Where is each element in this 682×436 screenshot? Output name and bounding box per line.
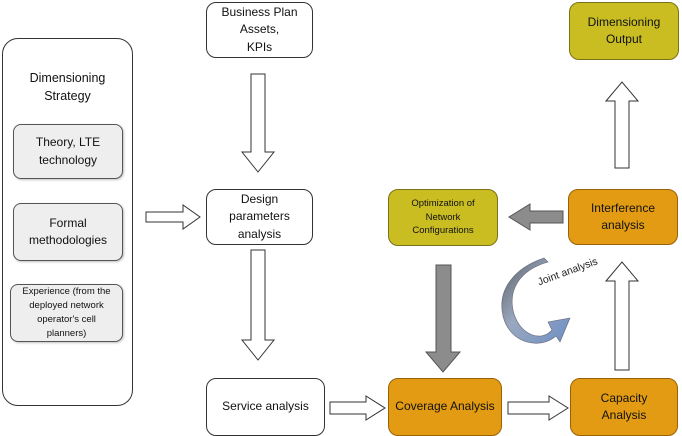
joint-analysis-loop-arrow [501,257,571,344]
arrow-optimization-to-coverage [424,264,462,373]
strategy-item-methodologies: Formal methodologies [13,203,123,261]
business-plan-node: Business Plan Assets, KPIs [206,2,313,58]
arrow-strategy-to-design [145,204,201,230]
dimensioning-strategy-title: Dimensioning Strategy [29,71,106,104]
arrow-design-to-service [240,249,276,361]
strategy-item-methodologies-label: Formal methodologies [28,215,108,247]
dimensioning-output-label: Dimensioning Output [587,14,661,46]
arrow-capacity-to-interference [604,261,640,371]
strategy-item-theory-label: Theory, LTE technology [35,135,101,167]
strategy-item-experience: Experience (from the deployed network op… [10,284,123,342]
business-plan-label: Business Plan Assets, KPIs [221,4,298,54]
arrow-interference-to-output [604,81,640,169]
arrow-interference-to-optimization [508,203,564,231]
arrow-business-to-design [240,73,276,173]
service-analysis-label: Service analysis [222,399,309,414]
optimization-label: Optimization of Network Configurations [411,197,475,237]
coverage-analysis-node: Coverage Analysis [388,378,502,436]
design-parameters-node: Design parameters analysis [206,189,313,245]
arrow-coverage-to-capacity [507,395,569,421]
interference-analysis-node: Interference analysis [568,189,678,245]
service-analysis-node: Service analysis [206,378,325,436]
strategy-item-theory: Theory, LTE technology [13,124,123,179]
strategy-item-experience-label: Experience (from the deployed network op… [22,286,111,339]
coverage-analysis-label: Coverage Analysis [395,399,495,414]
optimization-node: Optimization of Network Configurations [388,189,498,246]
interference-analysis-label: Interference analysis [590,200,656,232]
capacity-analysis-label: Capacity Analysis [600,390,648,422]
arrow-service-to-coverage [329,395,386,421]
capacity-analysis-node: Capacity Analysis [570,378,678,436]
dimensioning-output-node: Dimensioning Output [569,2,679,60]
design-parameters-label: Design parameters analysis [229,191,290,241]
